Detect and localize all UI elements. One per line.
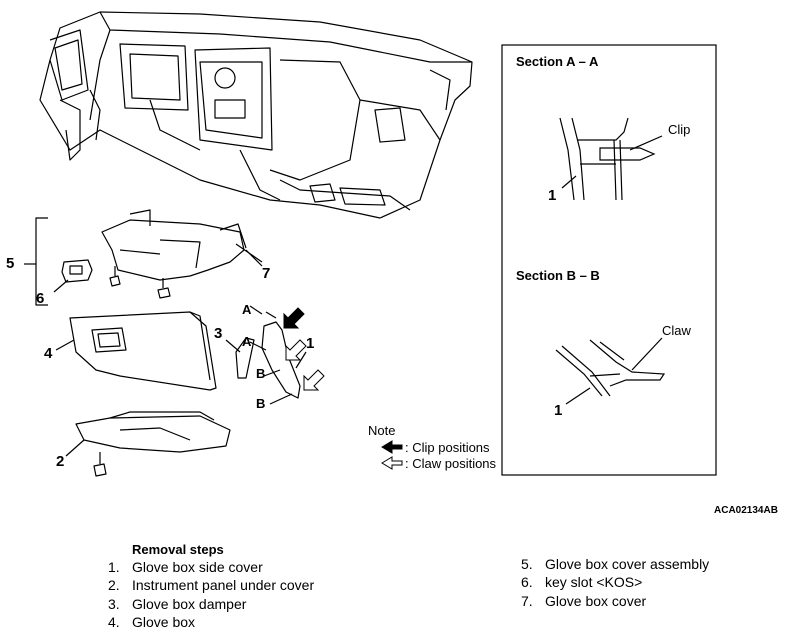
removal-step: 3. Glove box damper xyxy=(108,596,246,612)
note-clip-positions: : Clip positions xyxy=(405,440,490,455)
callout-4: 4 xyxy=(44,345,53,362)
step-text: Glove box cover xyxy=(545,593,647,609)
section-b-callout-1: 1 xyxy=(554,402,563,419)
removal-step: 6. key slot <KOS> xyxy=(521,574,642,590)
step-number: 5. xyxy=(521,556,533,572)
step-number: 7. xyxy=(521,593,533,609)
section-marker-a-bottom: A xyxy=(242,334,252,349)
removal-step: 7. Glove box cover xyxy=(521,593,646,609)
step-text: Glove box xyxy=(132,614,196,630)
removal-step: 2. Instrument panel under cover xyxy=(108,577,314,593)
figure-id: ACA02134AB xyxy=(714,505,778,516)
note-title: Note xyxy=(368,423,396,438)
glove-box-cover-drawing xyxy=(101,209,263,281)
step-text: Glove box damper xyxy=(132,596,247,612)
claw-position-arrow xyxy=(303,369,325,391)
callout-7: 7 xyxy=(262,265,271,282)
instrument-panel-drawing xyxy=(39,11,473,219)
section-panel xyxy=(501,44,717,476)
callout-5-bracket xyxy=(35,217,48,306)
step-text: Glove box cover assembly xyxy=(545,556,710,572)
section-marker-a-top: A xyxy=(242,302,252,317)
step-text: key slot <KOS> xyxy=(545,574,643,590)
section-a-drawing xyxy=(559,117,663,201)
section-marker-b-bottom: B xyxy=(256,396,266,411)
key-slot-drawing xyxy=(53,259,93,293)
step-text: Instrument panel under cover xyxy=(132,577,315,593)
step-number: 2. xyxy=(108,577,120,593)
section-b-title: Section B – B xyxy=(516,268,600,283)
screw-drawings xyxy=(93,266,171,477)
removal-steps-title: Removal steps xyxy=(132,542,224,557)
callout-2: 2 xyxy=(56,453,65,470)
section-marker-b-top: B xyxy=(256,366,266,381)
step-number: 4. xyxy=(108,614,120,630)
note-claw-arrow-icon xyxy=(381,456,403,470)
note-claw-positions: : Claw positions xyxy=(405,456,497,471)
step-number: 6. xyxy=(521,574,533,590)
step-number: 3. xyxy=(108,596,120,612)
section-a-clip-label: Clip xyxy=(668,122,691,137)
glove-box-damper-drawing xyxy=(225,337,255,379)
step-text: Glove box side cover xyxy=(132,559,263,575)
section-a-title: Section A – A xyxy=(516,54,599,69)
callout-5: 5 xyxy=(6,255,15,272)
claw-position-arrow xyxy=(285,339,307,361)
glove-box-drawing xyxy=(55,311,217,391)
removal-step: 5. Glove box cover assembly xyxy=(521,556,709,572)
note-clip-arrow-icon xyxy=(381,440,403,454)
clip-position-arrow xyxy=(283,307,305,329)
removal-step: 4. Glove box xyxy=(108,614,195,630)
section-b-drawing xyxy=(555,337,666,405)
callout-3: 3 xyxy=(214,325,223,342)
section-b-claw-label: Claw xyxy=(662,323,691,338)
step-number: 1. xyxy=(108,559,120,575)
section-a-callout-1: 1 xyxy=(548,187,557,204)
removal-step: 1. Glove box side cover xyxy=(108,559,263,575)
callout-1: 1 xyxy=(306,335,315,352)
callout-6: 6 xyxy=(36,290,45,307)
under-cover-drawing xyxy=(65,411,231,457)
